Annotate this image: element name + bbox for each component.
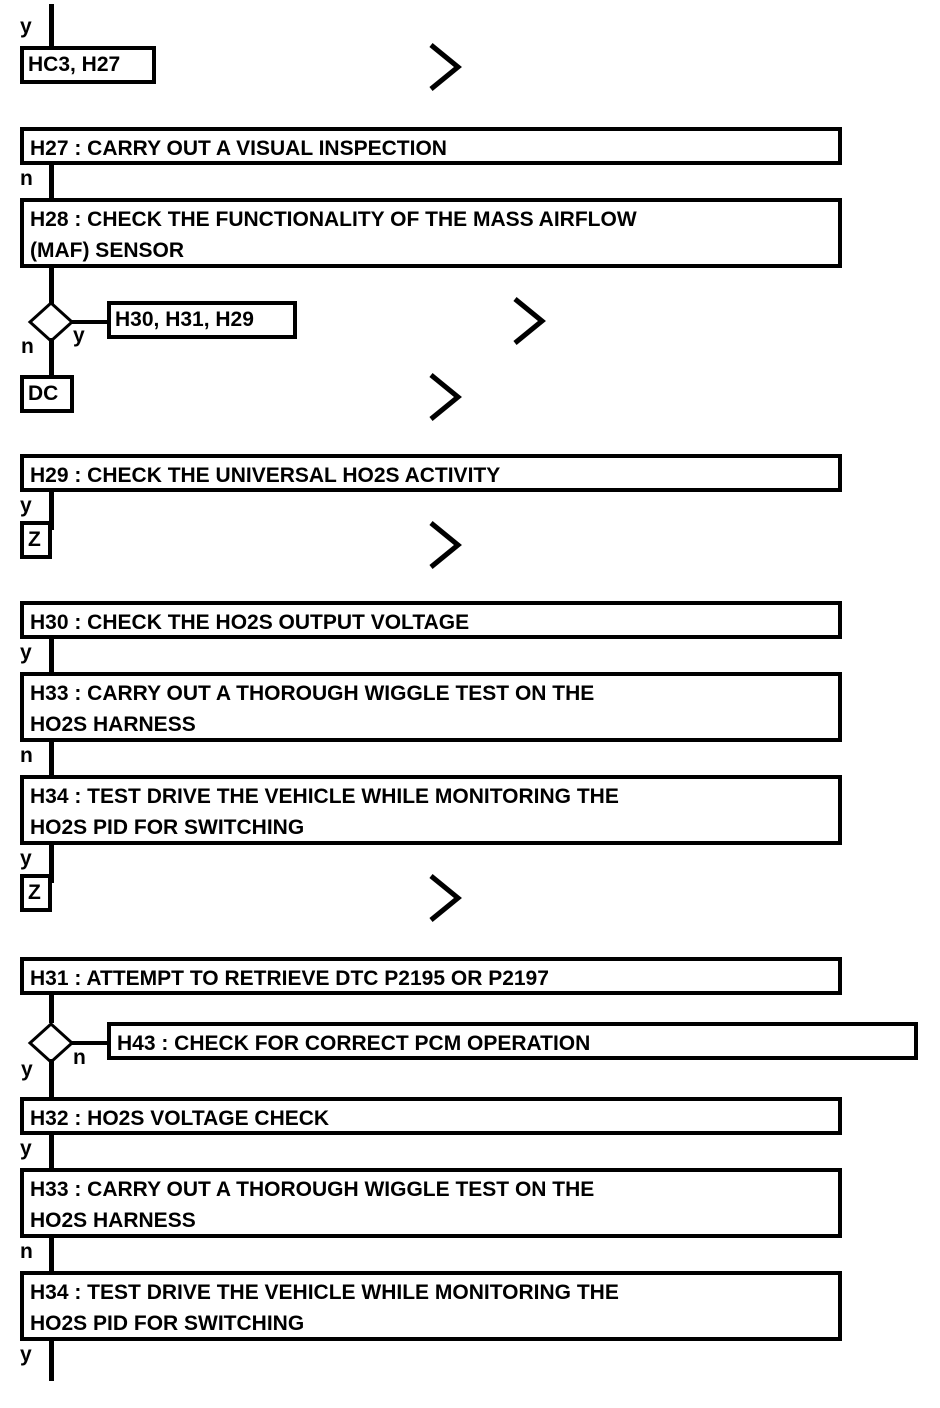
connector-h28-decision1 bbox=[49, 266, 54, 304]
connector-decision2-yes bbox=[49, 1059, 54, 1099]
branch-label-h29-y: y bbox=[20, 494, 32, 517]
step-box-h34-second[interactable]: H34 : TEST DRIVE THE VEHICLE WHILE MONIT… bbox=[20, 1271, 842, 1341]
step-box-h31[interactable]: H31 : ATTEMPT TO RETRIEVE DTC P2195 OR P… bbox=[20, 957, 842, 995]
connector-h31-decision2 bbox=[49, 993, 54, 1023]
connector-h33b-h34b bbox=[49, 1236, 54, 1272]
tag-hc3-h27[interactable]: HC3, H27 bbox=[20, 46, 156, 84]
tag-z-1[interactable]: Z bbox=[20, 521, 52, 559]
branch-label-h33b-n: n bbox=[20, 1240, 33, 1263]
step-box-h34-first[interactable]: H34 : TEST DRIVE THE VEHICLE WHILE MONIT… bbox=[20, 775, 842, 845]
branch-label-h33a-n: n bbox=[20, 744, 33, 767]
connector-entry-top bbox=[49, 4, 54, 48]
step-box-h32[interactable]: H32 : HO2S VOLTAGE CHECK bbox=[20, 1097, 842, 1135]
connector-h27-h28 bbox=[49, 163, 54, 199]
chevron-marker-2 bbox=[512, 296, 548, 351]
step-box-h29[interactable]: H29 : CHECK THE UNIVERSAL HO2S ACTIVITY bbox=[20, 454, 842, 492]
branch-label-top-y: y bbox=[20, 15, 32, 38]
tag-dc[interactable]: DC bbox=[20, 375, 74, 413]
connector-h32-h33b bbox=[49, 1133, 54, 1169]
branch-label-h34b-y: y bbox=[20, 1343, 32, 1366]
branch-label-d1-n: n bbox=[21, 335, 34, 358]
branch-label-h27-n: n bbox=[20, 167, 33, 190]
step-box-h33-second[interactable]: H33 : CARRY OUT A THOROUGH WIGGLE TEST O… bbox=[20, 1168, 842, 1238]
branch-label-d2-y: y bbox=[21, 1058, 33, 1081]
tag-h30-h31-h29[interactable]: H30, H31, H29 bbox=[107, 301, 297, 339]
branch-label-d1-y: y bbox=[73, 324, 85, 347]
connector-h33a-h34a bbox=[49, 740, 54, 776]
connector-decision1-no bbox=[49, 338, 54, 378]
step-box-h33-first[interactable]: H33 : CARRY OUT A THOROUGH WIGGLE TEST O… bbox=[20, 672, 842, 742]
branch-label-h34a-y: y bbox=[20, 847, 32, 870]
chevron-marker-1 bbox=[428, 42, 464, 97]
connector-h34a-z2 bbox=[49, 843, 54, 883]
branch-label-h30-y: y bbox=[20, 641, 32, 664]
connector-decision1-yes bbox=[72, 320, 110, 324]
branch-label-h32-y: y bbox=[20, 1137, 32, 1160]
branch-label-d2-n: n bbox=[73, 1046, 86, 1069]
chevron-marker-4 bbox=[428, 520, 464, 575]
connector-decision2-no bbox=[72, 1041, 110, 1045]
step-box-h43[interactable]: H43 : CHECK FOR CORRECT PCM OPERATION bbox=[107, 1022, 918, 1060]
chevron-marker-3 bbox=[428, 372, 464, 427]
connector-h34b-exit bbox=[49, 1339, 54, 1381]
tag-z-2[interactable]: Z bbox=[20, 874, 52, 912]
step-box-h30[interactable]: H30 : CHECK THE HO2S OUTPUT VOLTAGE bbox=[20, 601, 842, 639]
connector-h29-z1 bbox=[49, 490, 54, 530]
connector-h30-h33a bbox=[49, 637, 54, 673]
step-box-h27[interactable]: H27 : CARRY OUT A VISUAL INSPECTION bbox=[20, 127, 842, 165]
chevron-marker-5 bbox=[428, 873, 464, 928]
step-box-h28[interactable]: H28 : CHECK THE FUNCTIONALITY OF THE MAS… bbox=[20, 198, 842, 268]
